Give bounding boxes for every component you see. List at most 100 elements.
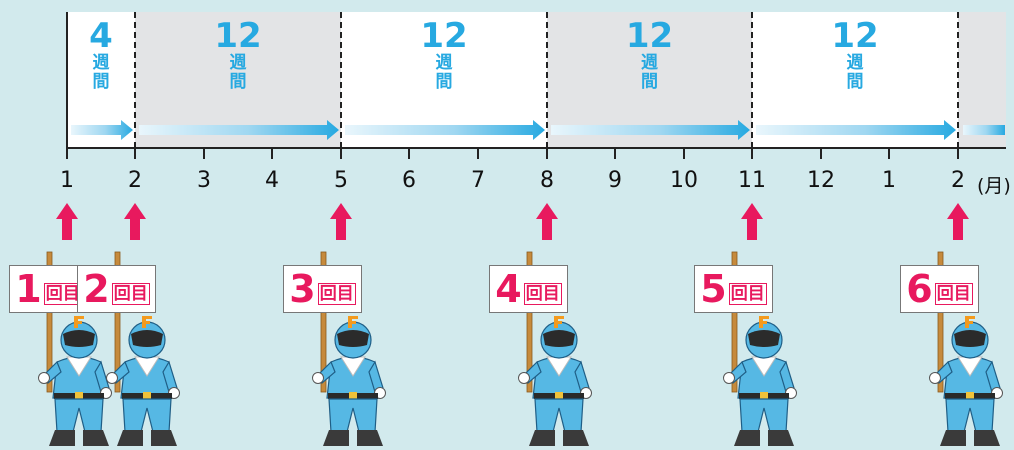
mascot-visor (954, 330, 986, 347)
mascot-emblem (759, 316, 769, 328)
dose-number: 2 (83, 267, 110, 311)
mascot-right-boot (974, 430, 1000, 446)
period-weeks-number: 12 (831, 16, 879, 56)
month-label: 1 (60, 168, 74, 193)
mascot-visor (63, 330, 95, 347)
mascot-legs (122, 398, 172, 433)
mascot-right-boot (357, 430, 383, 446)
dose-number: 6 (906, 267, 933, 311)
sign-pole (937, 251, 944, 393)
period-weeks-unit-char: 間 (92, 72, 110, 92)
mascot-figure (518, 316, 592, 446)
sign-pole (731, 251, 738, 393)
mascot-figure (106, 316, 180, 446)
dose-suffix: 回目 (728, 283, 767, 305)
month-label: 2 (951, 168, 965, 193)
month-label: 6 (402, 168, 416, 193)
dose-number: 5 (700, 267, 727, 311)
mascot-left-glove (312, 372, 324, 384)
mascot-right-boot (563, 430, 589, 446)
continuation-arrow (963, 125, 1005, 135)
mascot-legs (534, 398, 584, 433)
month-label: 1 (882, 168, 896, 193)
period-weeks-unit-char: 週 (846, 53, 864, 73)
month-label: 11 (738, 168, 766, 193)
period-arrow-5 (756, 120, 956, 140)
period-weeks-unit-char: 週 (92, 53, 110, 73)
mascot-figure (723, 316, 797, 446)
sign-pole (526, 251, 533, 393)
mascot-left-boot (529, 430, 555, 446)
period-weeks-unit-char: 間 (641, 72, 658, 92)
mascot-visor (131, 330, 163, 347)
period-weeks-unit-char: 間 (229, 72, 247, 92)
month-label: 2 (128, 168, 142, 193)
mascot-belt-buckle (760, 392, 768, 400)
period-weeks-unit-char: 週 (229, 53, 247, 73)
mascot-visor (337, 330, 369, 347)
mascot-legs (945, 398, 995, 433)
month-unit-label: (月) (977, 175, 1011, 197)
mascot-left-glove (106, 372, 118, 384)
mascot-belt-buckle (143, 392, 151, 400)
month-label: 12 (807, 168, 835, 193)
period-weeks-number: 12 (214, 16, 262, 56)
month-label: 10 (670, 168, 698, 193)
mascot-left-boot (49, 430, 75, 446)
mascot-right-boot (83, 430, 109, 446)
mascot-left-glove (929, 372, 941, 384)
period-arrow-3 (345, 120, 545, 140)
mascot-legs (739, 398, 789, 433)
dose-up-arrow (536, 203, 558, 240)
mascot-left-boot (323, 430, 349, 446)
mascot-left-glove (723, 372, 735, 384)
dose-suffix: 回目 (317, 283, 356, 305)
period-weeks-number: 12 (420, 16, 468, 56)
period-arrow-1 (71, 120, 133, 140)
period-arrow-2 (139, 120, 339, 140)
dose-up-arrow (741, 203, 763, 240)
mascot-right-boot (151, 430, 177, 446)
mascot-emblem (74, 316, 84, 328)
sign-pole (46, 251, 53, 393)
dose-number: 3 (289, 267, 316, 311)
month-label: 4 (265, 168, 279, 193)
mascot-left-boot (940, 430, 966, 446)
mascot-legs (54, 398, 104, 433)
mascot-left-boot (117, 430, 143, 446)
dose-suffix: 回目 (111, 283, 150, 305)
month-label: 8 (540, 168, 554, 193)
period-weeks-number: 12 (625, 16, 674, 56)
mascot-emblem (965, 316, 975, 328)
dose-up-arrow (124, 203, 146, 240)
mascot-belt-buckle (555, 392, 563, 400)
mascot-visor (748, 330, 780, 347)
period-weeks-unit-char: 週 (435, 53, 453, 73)
period-weeks-unit-char: 間 (846, 72, 864, 92)
period-weeks-unit-char: 間 (435, 72, 453, 92)
sign-pole (114, 251, 121, 393)
period-arrow-4 (551, 120, 750, 140)
dose-suffix: 回目 (934, 283, 973, 305)
mascot-left-glove (518, 372, 530, 384)
mascot-belt-buckle (75, 392, 83, 400)
mascot-emblem (348, 316, 358, 328)
mascot-emblem (142, 316, 152, 328)
mascot-figure (929, 316, 1003, 446)
dose-up-arrow (947, 203, 969, 240)
mascot-left-boot (734, 430, 760, 446)
mascot-figure (38, 316, 112, 446)
mascot-left-glove (38, 372, 50, 384)
mascot-emblem (554, 316, 564, 328)
mascot-belt-buckle (966, 392, 974, 400)
